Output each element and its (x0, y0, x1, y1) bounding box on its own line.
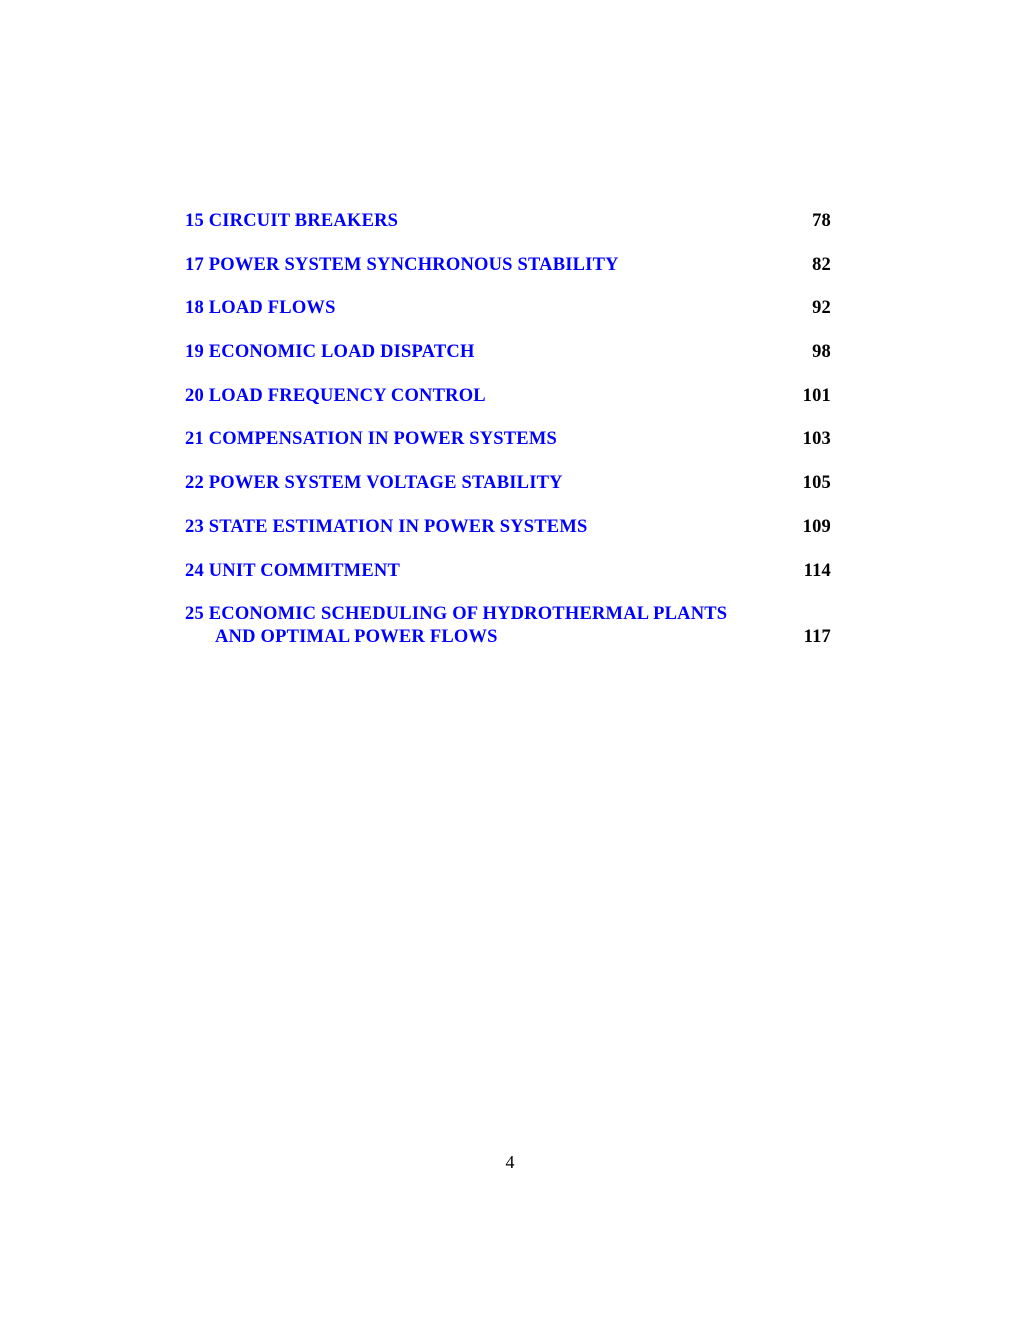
toc-page-number: 92 (812, 298, 831, 319)
toc-link-circuit-breakers[interactable]: 15 CIRCUIT BREAKERS (185, 211, 399, 231)
toc-link-compensation-in-power-systems[interactable]: 21 COMPENSATION IN POWER SYSTEMS (185, 429, 557, 450)
toc-page-number: 78 (812, 211, 831, 231)
toc-page-number: 101 (802, 385, 831, 406)
toc-entry-20: 20 LOAD FREQUENCY CONTROL 101 (185, 386, 837, 430)
toc-link-economic-scheduling-line2[interactable]: AND OPTIMAL POWER FLOWS (215, 627, 498, 648)
toc-entry-18: 18 LOAD FLOWS 92 (185, 298, 837, 342)
toc-link-load-flows[interactable]: 18 LOAD FLOWS (185, 298, 336, 319)
toc-entry-15: 15 CIRCUIT BREAKERS 78 (185, 211, 837, 255)
toc-page-number: 114 (803, 560, 831, 581)
toc-entry-24: 24 UNIT COMMITMENT 114 (185, 561, 837, 605)
table-of-contents: 15 CIRCUIT BREAKERS 78 17 POWER SYSTEM S… (185, 211, 837, 648)
page-number: 4 (505, 1152, 515, 1172)
toc-link-load-frequency-control[interactable]: 20 LOAD FREQUENCY CONTROL (185, 385, 486, 406)
toc-entry-19: 19 ECONOMIC LOAD DISPATCH 98 (185, 342, 837, 386)
toc-entry-17: 17 POWER SYSTEM SYNCHRONOUS STABILITY 82 (185, 255, 837, 299)
toc-page-number: 105 (802, 473, 831, 494)
toc-page-number: 103 (802, 429, 831, 450)
toc-link-state-estimation[interactable]: 23 STATE ESTIMATION IN POWER SYSTEMS (185, 516, 588, 537)
toc-page-number: 98 (812, 342, 831, 363)
toc-entry-23: 23 STATE ESTIMATION IN POWER SYSTEMS 109 (185, 517, 837, 561)
toc-entry-25-line2: AND OPTIMAL POWER FLOWS 117 (185, 627, 837, 648)
toc-link-power-system-synchronous-stability[interactable]: 17 POWER SYSTEM SYNCHRONOUS STABILITY (185, 254, 619, 275)
toc-page-number: 109 (802, 516, 831, 537)
toc-link-economic-scheduling-line1[interactable]: 25 ECONOMIC SCHEDULING OF HYDROTHERMAL P… (185, 604, 728, 625)
toc-link-unit-commitment[interactable]: 24 UNIT COMMITMENT (185, 560, 400, 581)
toc-link-power-system-voltage-stability[interactable]: 22 POWER SYSTEM VOLTAGE STABILITY (185, 473, 563, 494)
toc-entry-21: 21 COMPENSATION IN POWER SYSTEMS 103 (185, 429, 837, 473)
toc-page-number: 117 (803, 627, 831, 648)
toc-page-number: 82 (812, 254, 831, 275)
toc-entry-25: 25 ECONOMIC SCHEDULING OF HYDROTHERMAL P… (185, 604, 837, 648)
toc-link-economic-load-dispatch[interactable]: 19 ECONOMIC LOAD DISPATCH (185, 342, 475, 363)
toc-entry-22: 22 POWER SYSTEM VOLTAGE STABILITY 105 (185, 473, 837, 517)
